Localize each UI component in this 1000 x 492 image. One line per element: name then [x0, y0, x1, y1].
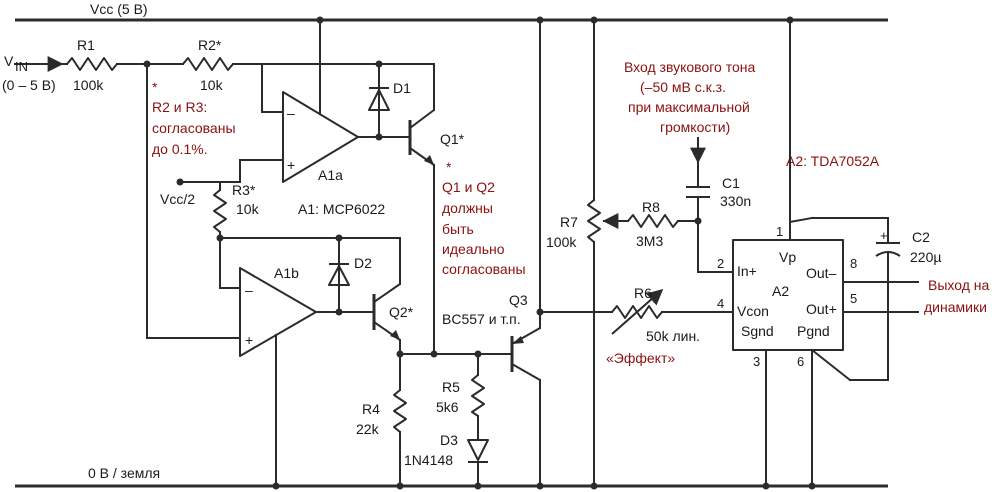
r7-name: R7 — [560, 214, 578, 230]
a2-title: A2: TDA7052A — [786, 153, 880, 169]
tone-input-label: Вход звукового тона (–50 мВ с.к.з. при м… — [624, 59, 755, 135]
a1b-label: A1b — [274, 265, 299, 281]
opamp-a1b — [239, 267, 317, 357]
capacitor-c1 — [686, 137, 734, 273]
amplifier-a2 — [732, 239, 844, 351]
r4-value: 22k — [356, 421, 380, 437]
c1-name: C1 — [722, 175, 740, 191]
vin-input: V IN (0 – 5 В) — [2, 53, 64, 93]
a2-pin-sgnd: Sgnd — [741, 323, 774, 339]
ground-label: 0 В / земля — [88, 465, 160, 481]
potentiometer-r7 — [587, 19, 629, 487]
a2-pin2: 2 — [717, 256, 724, 271]
d3-name: D3 — [440, 432, 458, 448]
a1b-plus: + — [245, 332, 253, 348]
a2-pin-vp: Vp — [779, 249, 796, 265]
a2-pin-vcon: Vcon — [737, 303, 769, 319]
svg-text:R2 и R3:: R2 и R3: — [152, 99, 207, 115]
resistor-r5 — [471, 353, 485, 439]
vcc-label: Vcc (5 В) — [90, 1, 148, 17]
r1-name: R1 — [77, 37, 95, 53]
r2-name: R2* — [198, 37, 222, 53]
q3-value: BC557 и т.п. — [442, 311, 521, 327]
svg-text:V: V — [4, 53, 14, 69]
q2-label: Q2* — [389, 304, 414, 320]
a1a-label: A1a — [318, 167, 343, 183]
a2-pin5: 5 — [850, 291, 857, 306]
r8-name: R8 — [642, 199, 660, 215]
output-label-line2: динамики — [924, 299, 987, 315]
r6-note: «Эффект» — [606, 350, 675, 366]
a1a-plus: + — [287, 157, 295, 173]
r5-value: 5k6 — [436, 399, 459, 415]
a2-pin8: 8 — [850, 256, 857, 271]
note-transistor-matching: * Q1 и Q2 должны быть идеально согласова… — [442, 159, 526, 277]
c1-value: 330n — [720, 193, 751, 209]
svg-text:(–50 мВ с.к.з.: (–50 мВ с.к.з. — [640, 79, 726, 95]
r3-name: R3* — [232, 182, 256, 198]
potentiometer-r6 — [611, 288, 734, 335]
vref-terminal — [176, 159, 284, 186]
diode-d2 — [328, 237, 350, 313]
a2-pin6: 6 — [797, 354, 804, 369]
a2-pin-inp: In+ — [737, 263, 757, 279]
a2-pin1: 1 — [776, 224, 783, 239]
q3-name: Q3 — [509, 292, 528, 308]
r6-value: 50k лин. — [646, 328, 700, 344]
r6-name: R6 — [634, 285, 652, 301]
output-label-line1: Выход на — [928, 277, 990, 293]
svg-text:быть: быть — [442, 221, 474, 237]
a2-pin-outm: Out– — [806, 265, 837, 281]
d1-label: D1 — [393, 80, 411, 96]
a1a-minus: – — [287, 105, 295, 121]
d3-value: 1N4148 — [404, 452, 453, 468]
vref-label: Vcc/2 — [160, 191, 195, 207]
d2-label: D2 — [354, 255, 372, 271]
resistor-r2 — [182, 57, 234, 71]
r5-name: R5 — [442, 379, 460, 395]
q1-label: Q1* — [440, 131, 465, 147]
note-resistor-matching: * R2 и R3: согласованы до 0.1%. — [152, 79, 236, 157]
resistor-r4 — [393, 389, 407, 487]
svg-text:*: * — [446, 159, 452, 175]
r4-name: R4 — [362, 401, 380, 417]
a2-pin3: 3 — [753, 354, 760, 369]
r8-value: 3M3 — [636, 233, 663, 249]
r3-value: 10k — [236, 201, 260, 217]
a2-name: A2 — [772, 283, 789, 299]
a2-pin-outp: Out+ — [806, 301, 837, 317]
a2-pin4: 4 — [717, 296, 724, 311]
svg-text:при максимальной: при максимальной — [628, 99, 750, 115]
svg-text:(0 – 5 В): (0 – 5 В) — [2, 77, 56, 93]
resistor-r8 — [627, 214, 699, 228]
c2-name: C2 — [912, 229, 930, 245]
svg-text:до 0.1%.: до 0.1%. — [152, 141, 208, 157]
svg-text:*: * — [152, 79, 158, 95]
svg-text:должны: должны — [442, 200, 493, 216]
r2-value: 10k — [200, 77, 224, 93]
svg-text:Q1 и Q2: Q1 и Q2 — [442, 179, 495, 195]
svg-text:громкости): громкости) — [660, 119, 730, 135]
transistor-q2 — [372, 283, 401, 391]
svg-text:согласованы: согласованы — [152, 120, 236, 136]
svg-text:Вход звукового тона: Вход звукового тона — [624, 59, 755, 75]
capacitor-c2: + — [788, 216, 901, 382]
c2-value: 220µ — [910, 249, 941, 265]
a1b-minus: – — [245, 282, 253, 298]
r1-value: 100k — [73, 77, 104, 93]
r7-value: 100k — [546, 234, 577, 250]
transistor-q1 — [408, 63, 435, 355]
svg-text:IN: IN — [15, 59, 28, 74]
transistor-q3 — [510, 19, 541, 487]
a1-label: A1: MCP6022 — [298, 201, 385, 217]
diode-d1 — [368, 63, 390, 138]
svg-text:идеально: идеально — [442, 241, 505, 257]
svg-text:+: + — [880, 228, 888, 243]
resistor-r1 — [66, 57, 118, 71]
diode-d3 — [467, 439, 489, 487]
a2-pin-pgnd: Pgnd — [797, 323, 830, 339]
svg-text:согласованы: согласованы — [442, 261, 526, 277]
